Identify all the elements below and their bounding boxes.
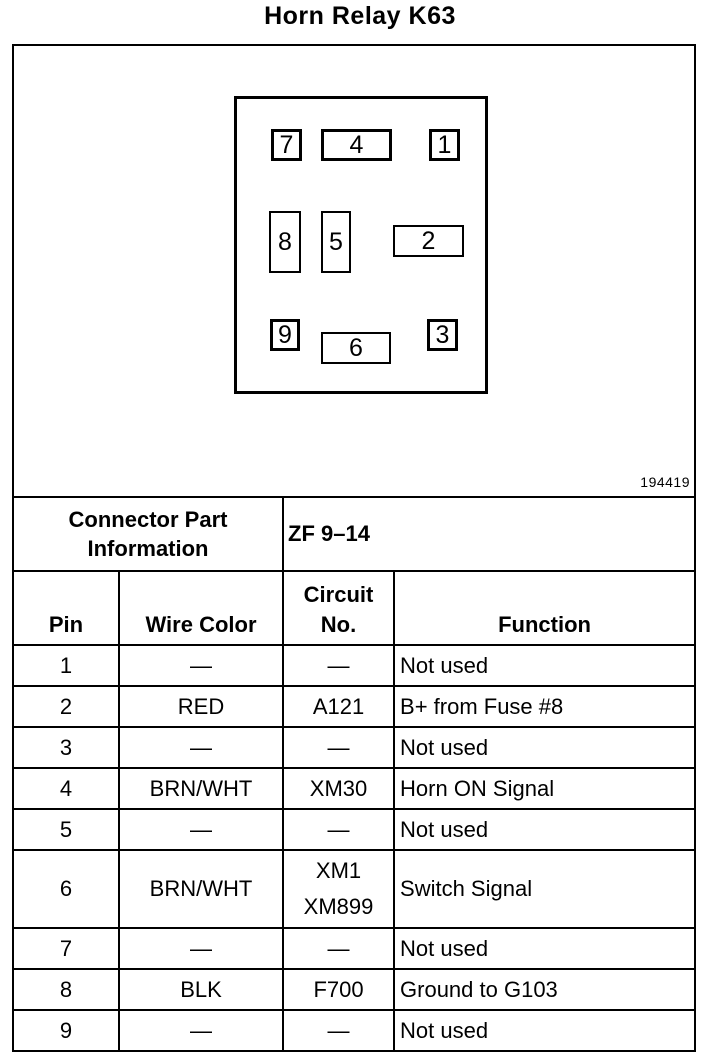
- cell-wire-color: —: [117, 927, 285, 970]
- relay-pin-1: 1: [429, 129, 460, 161]
- cell-pin: 7: [14, 927, 120, 970]
- cell-function: Not used: [393, 808, 695, 851]
- circuit-number: —: [327, 734, 350, 760]
- cell-function: Not used: [393, 927, 695, 970]
- cell-wire-color: BRN/WHT: [117, 767, 285, 810]
- circuit-number: —: [327, 935, 350, 961]
- connector-info-row: Connector Part Information ZF 9–14: [14, 498, 695, 572]
- relay-connector-face: 7 4 1 8 5 2 9 6 3: [234, 96, 488, 394]
- cell-wire-color: RED: [117, 685, 285, 728]
- connector-part-label: Connector Part Information: [14, 498, 285, 572]
- cell-function: Horn ON Signal: [393, 767, 695, 810]
- table-row: 5——Not used: [14, 808, 695, 851]
- circuit-number: XM1: [315, 858, 362, 883]
- cell-function: B+ from Fuse #8: [393, 685, 695, 728]
- table-row: 9——Not used: [14, 1009, 695, 1050]
- cell-function: Switch Signal: [393, 849, 695, 929]
- header-wire-color: Wire Color: [117, 570, 285, 646]
- cell-pin: 9: [14, 1009, 120, 1050]
- header-function: Function: [393, 570, 695, 646]
- relay-pin-7: 7: [271, 129, 302, 161]
- cell-pin: 3: [14, 726, 120, 769]
- cell-wire-color: BLK: [117, 968, 285, 1011]
- page-title: Horn Relay K63: [264, 2, 456, 30]
- header-pin: Pin: [14, 570, 120, 646]
- cell-pin: 5: [14, 808, 120, 851]
- cell-function: Not used: [393, 726, 695, 769]
- relay-pin-5: 5: [321, 211, 351, 273]
- relay-pin-2: 2: [393, 225, 464, 257]
- connector-sheet: 7 4 1 8 5 2 9 6 3 194419 Connector Part …: [12, 44, 696, 1052]
- circuit-number: —: [327, 816, 350, 842]
- relay-diagram: 7 4 1 8 5 2 9 6 3 194419: [14, 46, 694, 498]
- cell-circuit-no: XM30: [282, 767, 396, 810]
- cell-circuit-no: —: [282, 927, 396, 970]
- cell-circuit-no: —: [282, 1009, 396, 1050]
- cell-function: Not used: [393, 644, 695, 687]
- figure-number: 194419: [640, 474, 690, 490]
- cell-wire-color: —: [117, 808, 285, 851]
- circuit-number: F700: [313, 976, 364, 1002]
- header-circuit-no: Circuit No.: [282, 570, 396, 646]
- circuit-number: A121: [312, 693, 365, 719]
- connector-part-value: ZF 9–14: [282, 498, 695, 572]
- cell-wire-color: BRN/WHT: [117, 849, 285, 929]
- circuit-number: —: [327, 652, 350, 678]
- cell-function: Ground to G103: [393, 968, 695, 1011]
- cell-circuit-no: A121: [282, 685, 396, 728]
- relay-pin-3: 3: [427, 319, 458, 351]
- cell-pin: 2: [14, 685, 120, 728]
- circuit-number: XM899: [303, 894, 374, 919]
- table-row: 1——Not used: [14, 644, 695, 687]
- cell-circuit-no: F700: [282, 968, 396, 1011]
- circuit-number: XM30: [309, 775, 368, 801]
- relay-pin-9: 9: [270, 319, 300, 351]
- cell-wire-color: —: [117, 644, 285, 687]
- pin-table: Connector Part Information ZF 9–14 Pin W…: [14, 498, 695, 1050]
- cell-circuit-no: —: [282, 808, 396, 851]
- cell-pin: 1: [14, 644, 120, 687]
- cell-pin: 6: [14, 849, 120, 929]
- cell-wire-color: —: [117, 726, 285, 769]
- cell-function: Not used: [393, 1009, 695, 1050]
- relay-pin-4: 4: [321, 129, 392, 161]
- relay-pin-8: 8: [269, 211, 301, 273]
- cell-pin: 4: [14, 767, 120, 810]
- cell-circuit-no: —: [282, 726, 396, 769]
- cell-wire-color: —: [117, 1009, 285, 1050]
- cell-pin: 8: [14, 968, 120, 1011]
- table-header-row: Pin Wire Color Circuit No. Function: [14, 570, 695, 646]
- table-row: 7——Not used: [14, 927, 695, 970]
- relay-pin-6: 6: [321, 332, 391, 364]
- circuit-number: —: [327, 1017, 350, 1043]
- cell-circuit-no: —: [282, 644, 396, 687]
- table-row: 3——Not used: [14, 726, 695, 769]
